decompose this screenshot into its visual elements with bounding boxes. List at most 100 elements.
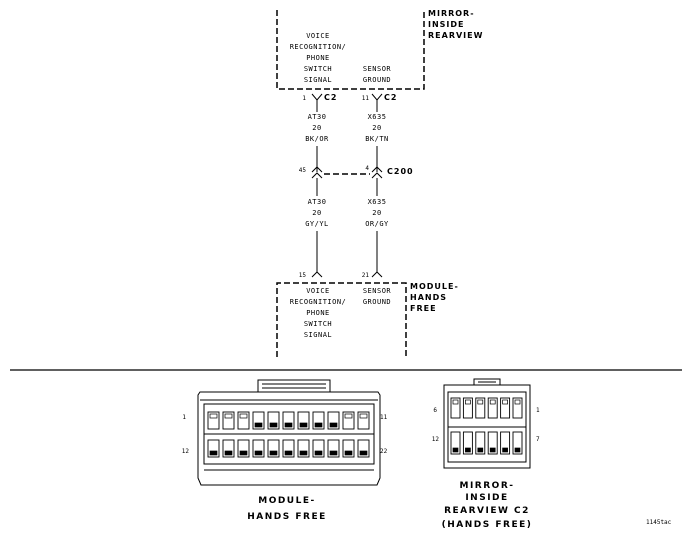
module-cavity-row2-contact	[209, 450, 218, 456]
mirror-pin-label-l4: SWITCH	[304, 65, 332, 73]
mirror-cavity-row2-contact	[465, 447, 471, 453]
module-cavity-row2	[252, 439, 265, 458]
module-pin-label-r1: SENSOR	[363, 287, 392, 295]
module-cavity-row2-contact	[269, 450, 278, 456]
wire-upper-right-color: BK/TN	[365, 135, 389, 143]
module-cavity-row1-contact	[224, 413, 233, 419]
wire-upper-right-circuit: X635	[368, 113, 387, 121]
mirror-connector-caption-line2: INSIDE	[465, 493, 508, 503]
mirror-cavity-row1-contact	[477, 399, 484, 405]
wire-upper-left-color: BK/OR	[305, 135, 329, 143]
module-cavity-row2-contact	[299, 450, 308, 456]
mirror-pin-right-number: 11	[362, 95, 370, 102]
module-cavity-row2-contact	[284, 450, 293, 456]
module-cavity-row2	[267, 439, 280, 458]
module-cavity-row1	[222, 411, 235, 430]
wire-lower-right-circuit: X635	[368, 198, 387, 206]
mirror-pin-left-number: 1	[302, 95, 306, 102]
mirror-cavity-row2-contact	[489, 447, 496, 453]
mirror-pin-label-l3: PHONE	[306, 54, 330, 62]
c200-terminals	[311, 166, 383, 179]
module-cavity-row2-contact	[254, 450, 263, 456]
module-box-outline	[276, 282, 407, 357]
mirror-cavity-row2	[512, 431, 523, 455]
module-cavity-row2	[222, 439, 235, 458]
mirror-cavity-row2	[487, 431, 498, 455]
mirror-cavity-row1-contact	[489, 399, 496, 405]
module-pin-label-l1: VOICE	[306, 287, 330, 295]
mirror-cavity-row1	[475, 397, 486, 419]
mirror-title-line1: MIRROR-	[428, 9, 475, 18]
wire-lower-left-circuit: AT30	[308, 198, 327, 206]
module-cavity-row1-contact	[284, 422, 293, 428]
wire-upper-left-circuit: AT30	[308, 113, 327, 121]
mirror-pin-label-l5: SIGNAL	[304, 76, 332, 84]
mirror-conn-pin-6: 6	[433, 407, 437, 414]
module-pin-label-l5: SIGNAL	[304, 331, 332, 339]
mirror-title-line2: INSIDE	[428, 20, 465, 29]
mirror-cavity-row1	[512, 397, 523, 419]
mirror-pin-label-r2: GROUND	[363, 76, 391, 84]
module-cavity-row1	[282, 411, 295, 430]
module-cavity-row2	[207, 439, 220, 458]
mirror-connector-face	[443, 378, 531, 469]
module-conn-pin-12: 12	[182, 448, 190, 455]
mirror-cavity-row2-contact	[477, 447, 484, 453]
module-title-line1: MODULE-	[410, 282, 459, 291]
mirror-connector-caption-line1: MIRROR-	[460, 481, 515, 491]
module-cavity-row2	[282, 439, 295, 458]
mirror-cavity-row2	[500, 431, 511, 455]
module-cavity-row1	[252, 411, 265, 430]
module-cavity-row1	[312, 411, 325, 430]
module-conn-pin-11: 11	[380, 414, 388, 421]
wire-lower-left-gauge: 20	[312, 209, 321, 217]
mirror-connector-right-label: C2	[384, 93, 397, 102]
mirror-cavity-row1-contact	[514, 399, 521, 405]
mirror-cavity-row2	[462, 431, 473, 455]
mirror-pin-label-l1: VOICE	[306, 32, 330, 40]
c200-pin-left-number: 45	[299, 167, 307, 174]
module-title-line3: FREE	[410, 304, 437, 313]
wire-upper-right-gauge: 20	[372, 124, 381, 132]
mirror-cavity-row2-contact	[502, 447, 508, 453]
module-title-line2: HANDS	[410, 293, 447, 302]
mirror-connector-caption-line3: REARVIEW C2	[444, 506, 530, 516]
mirror-cavity-row2-contact	[514, 447, 521, 453]
module-cavity-row1-contact	[209, 413, 218, 419]
mirror-title-line3: REARVIEW	[428, 31, 483, 40]
module-cavity-row2	[237, 439, 250, 458]
module-cavity-row2-contact	[314, 450, 323, 456]
module-cavity-row1-contact	[359, 413, 368, 419]
wire-lower-right-color: OR/GY	[365, 220, 389, 228]
module-connector-caption-line2: HANDS FREE	[247, 512, 327, 522]
mirror-pin-label-r1: SENSOR	[363, 65, 392, 73]
mirror-conn-pin-12: 12	[432, 436, 440, 443]
mirror-connector-caption-line4: (HANDS FREE)	[442, 520, 533, 530]
module-cavity-row2	[357, 439, 370, 458]
mirror-cavity-row2-contact	[452, 447, 459, 453]
mirror-conn-pin-7: 7	[536, 436, 540, 443]
module-cavity-row1	[267, 411, 280, 430]
mirror-cavity-row2	[450, 431, 461, 455]
module-cavity-row2	[327, 439, 340, 458]
module-cavity-row2	[312, 439, 325, 458]
mirror-cavity-row1-contact	[465, 399, 471, 405]
module-cavity-row2-contact	[344, 450, 353, 456]
module-cavity-row1-contact	[254, 422, 263, 428]
wire-lower-left-color: GY/YL	[305, 220, 329, 228]
module-cavity-row1	[207, 411, 220, 430]
module-pin-left-number: 15	[299, 272, 307, 279]
module-cavity-row2-contact	[359, 450, 368, 456]
module-pin-label-r2: GROUND	[363, 298, 391, 306]
module-cavity-row2	[297, 439, 310, 458]
module-cavity-row1	[357, 411, 370, 430]
module-cavity-row1-contact	[329, 422, 338, 428]
module-connector-face	[197, 379, 381, 486]
figure-id: 1145tac	[646, 519, 672, 526]
module-cavity-row1-contact	[239, 413, 248, 419]
module-pin-label-l3: PHONE	[306, 309, 330, 317]
mirror-cavity-row2	[475, 431, 486, 455]
module-cavity-row2	[342, 439, 355, 458]
module-pin-right-number: 21	[362, 272, 370, 279]
